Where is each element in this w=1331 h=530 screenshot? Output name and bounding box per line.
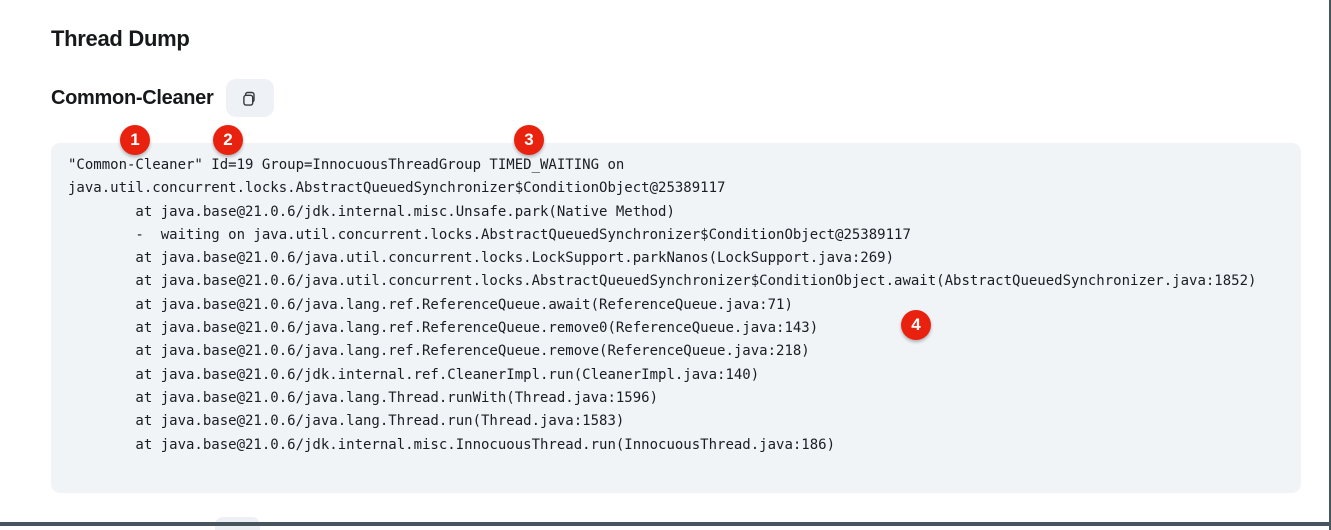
copy-icon <box>241 90 258 107</box>
thread-section-header: Common-Cleaner <box>51 79 274 117</box>
stack-trace-line: at java.base@21.0.6/jdk.internal.ref.Cle… <box>68 366 760 383</box>
stack-trace-line: - waiting on java.util.concurrent.locks.… <box>68 226 911 243</box>
stack-trace-line: at java.base@21.0.6/jdk.internal.misc.Un… <box>68 203 675 220</box>
thread-dump-code-block: "Common-Cleaner" Id=19 Group=InnocuousTh… <box>51 143 1301 493</box>
stack-trace-line: at java.base@21.0.6/java.util.concurrent… <box>68 273 1257 290</box>
annotation-badge-4: 4 <box>901 310 931 340</box>
stack-trace-line: at java.base@21.0.6/java.lang.Thread.run… <box>68 413 625 430</box>
annotation-badge-1: 1 <box>120 125 150 155</box>
thread-dump-pre: "Common-Cleaner" Id=19 Group=InnocuousTh… <box>68 154 1285 457</box>
stack-trace-line: "Common-Cleaner" Id=19 Group=InnocuousTh… <box>68 157 625 173</box>
annotation-badge-2: 2 <box>213 125 243 155</box>
window-frame-bottom-border <box>0 522 1331 526</box>
copy-thread-dump-button[interactable] <box>225 79 274 117</box>
stack-trace-line: java.util.concurrent.locks.AbstractQueue… <box>68 180 726 197</box>
page-title: Thread Dump <box>51 26 190 51</box>
stack-trace-line: at java.base@21.0.6/java.util.concurrent… <box>68 250 895 267</box>
annotation-badge-3: 3 <box>514 125 544 155</box>
stack-trace-line: at java.base@21.0.6/java.lang.ref.Refere… <box>68 320 819 337</box>
stack-trace-line: at java.base@21.0.6/java.lang.Thread.run… <box>68 389 659 406</box>
stack-trace-line: at java.base@21.0.6/java.lang.ref.Refere… <box>68 296 793 313</box>
stack-trace-line: at java.base@21.0.6/jdk.internal.misc.In… <box>68 436 836 453</box>
window-frame-right-border <box>1329 0 1331 530</box>
thread-name-heading: Common-Cleaner <box>51 86 214 109</box>
stack-trace-line: at java.base@21.0.6/java.lang.ref.Refere… <box>68 343 810 360</box>
